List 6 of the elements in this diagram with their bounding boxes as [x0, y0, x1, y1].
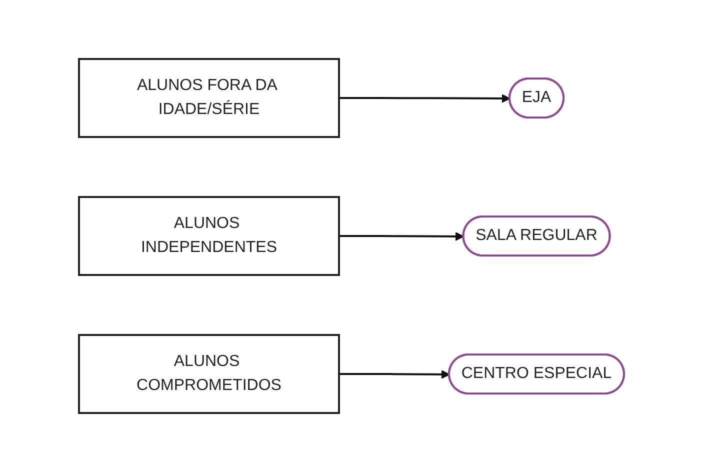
node-box: ALUNOS FORA DA IDADE/SÉRIE: [78, 58, 340, 138]
arrow: [338, 370, 450, 378]
node-box: ALUNOS INDEPENDENTES: [78, 196, 340, 276]
node-box: ALUNOS COMPROMETIDOS: [78, 334, 340, 414]
arrow: [338, 232, 464, 240]
arrow: [338, 94, 510, 102]
